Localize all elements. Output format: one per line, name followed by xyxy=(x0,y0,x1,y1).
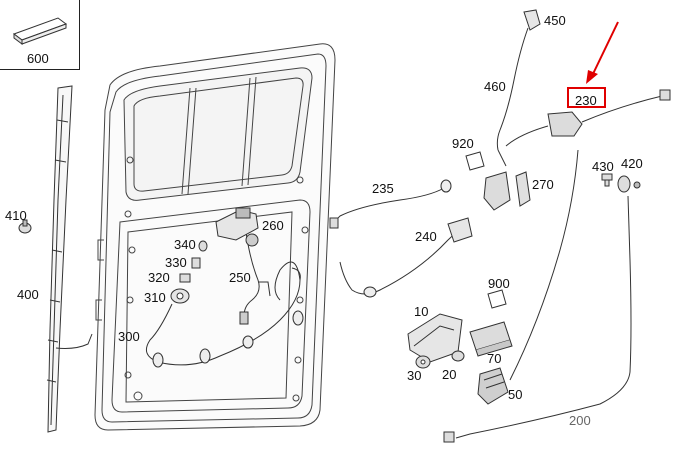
part-310-switch xyxy=(170,288,190,304)
callout-420: 420 xyxy=(621,156,643,171)
callout-430: 430 xyxy=(592,159,614,174)
callout-260: 260 xyxy=(262,218,284,233)
callout-200: 200 xyxy=(569,413,591,428)
callout-250: 250 xyxy=(229,270,251,285)
part-430-screw xyxy=(601,173,613,187)
part-300-wiring-harness xyxy=(145,261,304,368)
part-320-clip xyxy=(179,273,191,283)
callout-270: 270 xyxy=(532,177,554,192)
callout-240: 240 xyxy=(415,229,437,244)
callout-920: 920 xyxy=(452,136,474,151)
main-latch xyxy=(483,171,511,211)
part-420-washer xyxy=(617,175,641,193)
part-70-control-unit xyxy=(469,321,513,357)
part-600-pad xyxy=(12,17,68,45)
sliding-door-shell xyxy=(94,43,336,431)
callout-10: 10 xyxy=(414,304,429,319)
callout-20: 20 xyxy=(442,367,457,382)
part-340-grommet xyxy=(198,240,208,252)
part-30-nut xyxy=(415,355,431,369)
part-50-motor xyxy=(477,367,509,405)
part-20-bolt xyxy=(451,350,465,362)
part-260-actuator xyxy=(215,207,259,247)
inset-frame xyxy=(0,0,80,70)
part-270-handle xyxy=(515,171,531,207)
part-400-seal-strip xyxy=(46,85,93,433)
part-450-latch xyxy=(523,9,541,31)
part-920-bracket xyxy=(465,151,485,171)
callout-310: 310 xyxy=(144,290,166,305)
callout-30: 30 xyxy=(407,368,422,383)
callout-230: 230 xyxy=(575,93,597,108)
callout-320: 320 xyxy=(148,270,170,285)
callout-330: 330 xyxy=(165,255,187,270)
callout-600: 600 xyxy=(27,51,49,66)
part-900-bracket xyxy=(487,289,507,309)
part-240-cable xyxy=(339,217,473,298)
callout-235: 235 xyxy=(372,181,394,196)
callout-50: 50 xyxy=(508,387,523,402)
part-230-rear-lock-cable xyxy=(505,89,671,147)
part-410-screw xyxy=(18,219,32,234)
callout-300: 300 xyxy=(118,329,140,344)
callout-460: 460 xyxy=(484,79,506,94)
part-200-cable xyxy=(443,149,632,443)
callout-410: 410 xyxy=(5,208,27,223)
highlight-arrow xyxy=(586,21,619,84)
callout-900: 900 xyxy=(488,276,510,291)
callout-400: 400 xyxy=(17,287,39,302)
part-460-cable xyxy=(496,27,529,167)
highlight-box-230 xyxy=(567,87,606,108)
part-250-wiring xyxy=(239,231,271,325)
part-235-cable xyxy=(329,179,452,229)
part-10-lock-assembly xyxy=(407,313,463,363)
callout-70: 70 xyxy=(487,351,502,366)
callout-450: 450 xyxy=(544,13,566,28)
callout-340: 340 xyxy=(174,237,196,252)
part-330-clip xyxy=(191,257,201,269)
